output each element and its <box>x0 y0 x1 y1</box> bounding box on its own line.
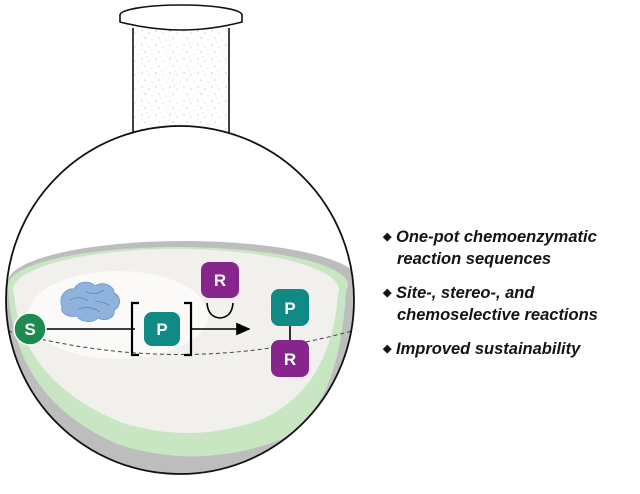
enzyme-blob <box>60 281 121 322</box>
reagent-label: R <box>214 271 226 290</box>
feature-item-selectivity: ◆ Site-, stereo-, and chemoselective rea… <box>383 282 634 326</box>
feature-item-sustainability: ◆ Improved sustainability <box>383 338 634 360</box>
intermediate-node <box>144 312 180 346</box>
diamond-bullet-icon: ◆ <box>383 231 392 243</box>
reaction-scheme: S P R P R <box>13 262 309 377</box>
diamond-bullet-icon: ◆ <box>383 343 392 355</box>
bright-zone <box>28 271 208 359</box>
feature-line: Site-, stereo-, and <box>396 284 535 302</box>
flask-bulb <box>5 125 355 475</box>
intermediate-label: P <box>156 320 167 339</box>
product-bottom-node <box>271 340 309 377</box>
feature-item-one-pot: ◆ One-pot chemoenzymatic reaction sequen… <box>383 226 634 270</box>
substrate-node <box>13 312 47 346</box>
feature-line: Improved sustainability <box>396 340 581 358</box>
feature-line: reaction sequences <box>397 250 552 268</box>
feature-list: ◆ One-pot chemoenzymatic reaction sequen… <box>383 226 634 372</box>
product-top-node <box>271 289 309 326</box>
waterline-dashed <box>7 330 353 355</box>
feature-line: One-pot chemoenzymatic <box>396 228 597 246</box>
feature-line: chemoselective reactions <box>397 306 598 324</box>
diamond-bullet-icon: ◆ <box>383 287 392 299</box>
reagent-node <box>201 262 239 298</box>
bracket-left <box>130 301 139 357</box>
reagent-hook <box>206 302 234 319</box>
substrate-label: S <box>24 320 35 339</box>
flask-neck <box>119 4 243 150</box>
product-top-label: P <box>284 299 295 318</box>
product-bottom-label: R <box>284 350 296 369</box>
